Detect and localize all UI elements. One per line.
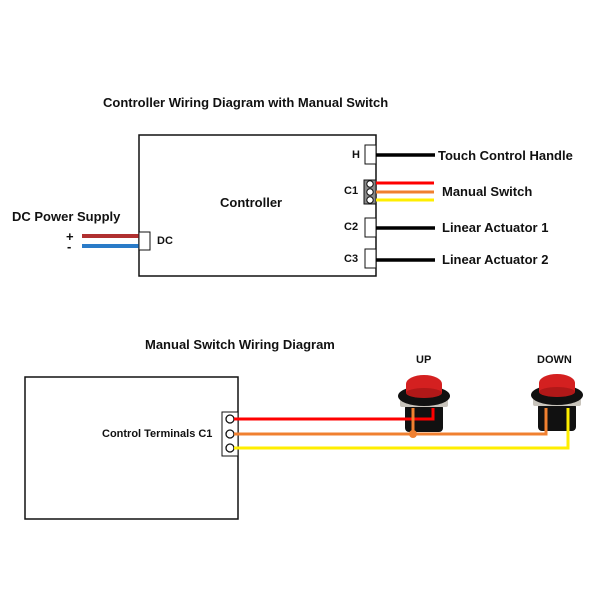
c1-port-label: C1: [344, 185, 359, 197]
orange-junction: [409, 430, 417, 438]
linear-actuator-2-label: Linear Actuator 2: [442, 252, 549, 267]
up-button-image: [398, 375, 450, 432]
red-wire: [234, 408, 435, 421]
c2-port: [364, 217, 377, 238]
up-button-label: UP: [416, 354, 432, 366]
down-button-label: DOWN: [537, 354, 572, 366]
dc-port: [138, 231, 151, 251]
control-terminals-c1-label: Control Terminals C1: [102, 428, 213, 440]
c2-port-label: C2: [344, 221, 359, 233]
yellow-wire: [234, 408, 570, 450]
controller-box: [138, 134, 377, 277]
c3-port: [364, 248, 377, 269]
manual-switch-label: Manual Switch: [442, 184, 533, 199]
controller-label: Controller: [220, 195, 283, 210]
c3-port-label: C3: [344, 253, 359, 265]
terminal-red: [225, 414, 235, 424]
c1-terminal-1: [366, 180, 374, 188]
h-port-label: H: [352, 149, 360, 161]
c1-terminal-3: [366, 196, 374, 204]
linear-actuator-1-label: Linear Actuator 1: [442, 220, 549, 235]
c1-terminal-2: [366, 188, 374, 196]
dc-power-supply-label: DC Power Supply: [12, 209, 121, 224]
touch-control-handle-label: Touch Control Handle: [438, 148, 573, 163]
h-port: [364, 144, 377, 165]
plus-sign: +: [66, 229, 74, 244]
minus-sign: -: [67, 239, 72, 254]
terminal-yellow: [225, 443, 235, 453]
diagram1-title: Controller Wiring Diagram with Manual Sw…: [103, 95, 389, 110]
dc-port-label: DC: [157, 235, 173, 247]
diagram2-title: Manual Switch Wiring Diagram: [145, 337, 335, 352]
orange-wire: [234, 408, 548, 436]
terminal-orange: [225, 429, 235, 439]
down-button-image: [531, 374, 583, 431]
terminal-box: [24, 376, 239, 520]
